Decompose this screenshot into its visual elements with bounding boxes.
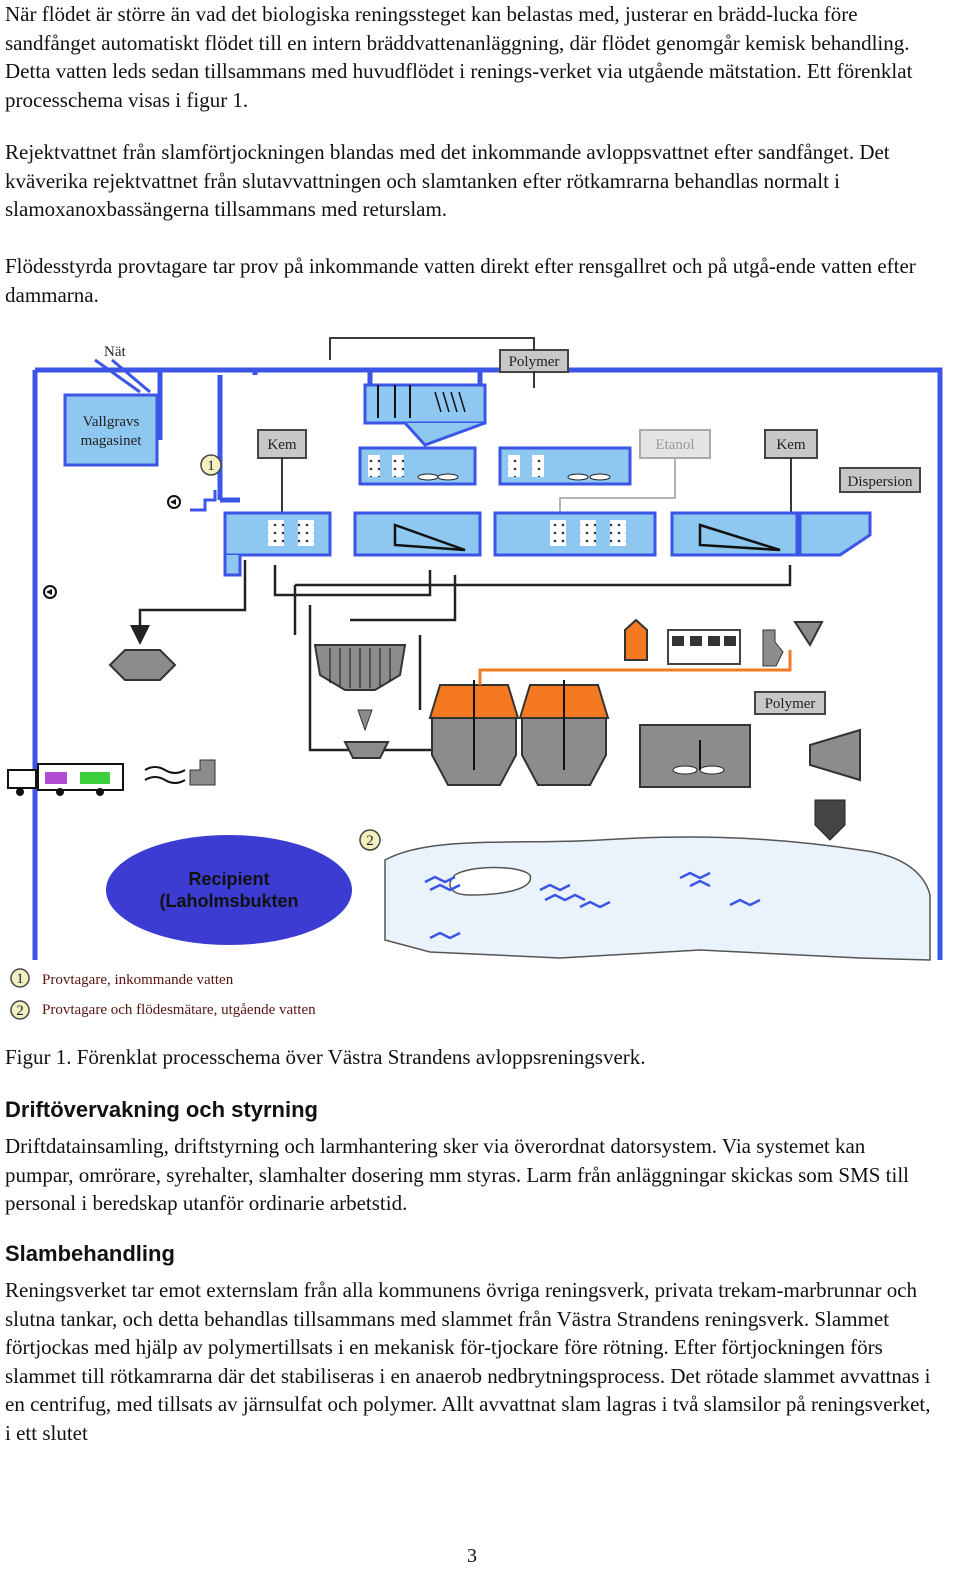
pump-icon <box>167 495 181 509</box>
dispersion-box <box>839 467 921 493</box>
legend-2-number: 2 <box>16 1003 24 1019</box>
main-process-tanks <box>190 490 872 577</box>
polymer-funnel <box>793 621 824 647</box>
sampler-paragraph: Flödesstyrda provtagare tar prov på inko… <box>5 254 916 307</box>
etanol-box <box>639 429 711 459</box>
nat-arrows <box>94 358 151 394</box>
polymer-top-label: Polymer <box>509 354 560 370</box>
sampler-2-marker <box>359 829 381 851</box>
intro-paragraph: När flödet är större än vad det biologis… <box>5 2 913 112</box>
kem-box-2 <box>764 429 818 459</box>
recipient-label-2: (Laholmsbukten <box>159 891 298 911</box>
dispersion-label: Dispersion <box>848 474 913 490</box>
sludge-receiver <box>343 741 390 759</box>
etanol-label: Etanol <box>655 437 694 453</box>
vallgravs-magasinet-box <box>63 393 159 467</box>
gas-engines <box>667 629 741 665</box>
nat-label: Nät <box>104 344 126 360</box>
thickener-outlet <box>357 709 373 732</box>
legend-1-text: Provtagare, inkommande vatten <box>42 972 234 988</box>
pond-wave-marks <box>424 871 761 940</box>
biogas-line <box>478 650 792 685</box>
sludge-silo <box>814 799 846 841</box>
reception-waves <box>144 766 186 784</box>
kem-label-2: Kem <box>776 437 805 453</box>
sampler-2-number: 2 <box>366 833 374 849</box>
tanker-truck-icon <box>7 763 124 796</box>
vallgravs-label-1: Vallgravs <box>83 414 140 430</box>
recipient-ellipse <box>106 835 352 945</box>
section-heading-sludge: Slambehandling <box>5 1241 175 1266</box>
section-text-sludge: Reningsverket tar emot externslam från a… <box>5 1278 931 1445</box>
scraper-lines <box>393 523 781 552</box>
gas-holder <box>624 618 648 661</box>
kem-label-1: Kem <box>267 437 296 453</box>
polymer-mid-box <box>754 691 826 715</box>
polymer-mid-label: Polymer <box>765 696 816 712</box>
centrifuge <box>809 728 861 782</box>
anoxic-tanks-row <box>358 446 632 486</box>
polishing-ponds <box>384 836 931 961</box>
thickener-hatching <box>329 648 391 688</box>
legend: 1 Provtagare, inkommande vatten 2 Provta… <box>10 968 316 1020</box>
section-text-monitoring: Driftdatainsamling, driftstyrning och la… <box>5 1134 910 1215</box>
vallgravs-label-2: magasinet <box>81 433 143 449</box>
etanol-line <box>559 458 676 520</box>
legend-1-number: 1 <box>16 971 24 987</box>
section-heading-monitoring: Driftövervakning och styrning <box>5 1097 318 1122</box>
digester-2 <box>518 680 610 786</box>
reject-water-paragraph: Rejektvattnet från slamförtjockningen bl… <box>5 140 890 221</box>
top-clarifier <box>363 383 487 447</box>
figure-caption: Figur 1. Förenklat processchema över Väs… <box>5 1045 646 1069</box>
holding-tank <box>108 649 177 681</box>
recipient-label-1: Recipient <box>188 869 269 889</box>
reception-station <box>189 759 216 786</box>
top-return-pipe <box>120 367 258 440</box>
boiler <box>762 629 784 667</box>
sampler-1-marker <box>200 454 222 476</box>
process-schema-figure: Nät Polymer Vallgravs magasinet 1 Kem Et… <box>7 337 943 1020</box>
pump-icon <box>43 585 57 599</box>
digester-1 <box>428 680 520 786</box>
sludge-storage-tank <box>639 724 751 788</box>
legend-2-text: Provtagare och flödesmätare, utgående va… <box>42 1002 316 1018</box>
page-number: 3 <box>467 1545 477 1567</box>
sampler-1-number: 1 <box>207 458 215 474</box>
